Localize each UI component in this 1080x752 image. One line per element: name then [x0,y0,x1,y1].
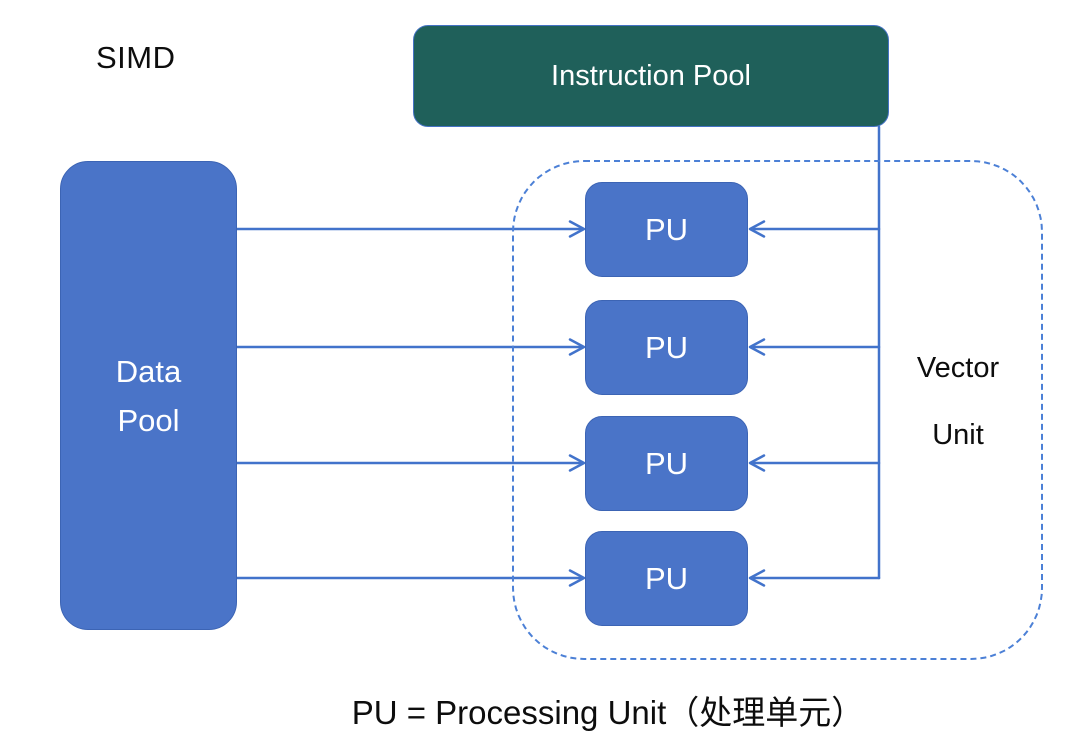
diagram-title: SIMD [96,40,176,75]
processing-unit-4: PU [585,531,748,626]
vector-unit-label: Vector Unit [878,352,1038,452]
processing-unit-2: PU [585,300,748,395]
processing-unit-3-label: PU [644,445,689,481]
vector-unit-container [512,160,1043,660]
processing-unit-4-label: PU [644,560,689,596]
caption: PU = Processing Unit（处理单元） [351,694,865,731]
processing-unit-2-label: PU [644,329,689,365]
vector-unit-label-line2: Unit [932,419,984,451]
instruction-pool-label: Instruction Pool [551,59,751,92]
data-pool-label-line2: Pool [117,402,180,438]
data-pool-label-line1: Data [115,353,182,389]
processing-unit-3: PU [585,416,748,511]
vector-unit-label-line1: Vector [916,352,1000,384]
data-pool-box: Data Pool [60,161,237,630]
processing-unit-1-label: PU [644,211,689,247]
instruction-pool-box: Instruction Pool [413,25,889,127]
data-pool-label: Data Pool [116,347,181,445]
processing-unit-1: PU [585,182,748,277]
